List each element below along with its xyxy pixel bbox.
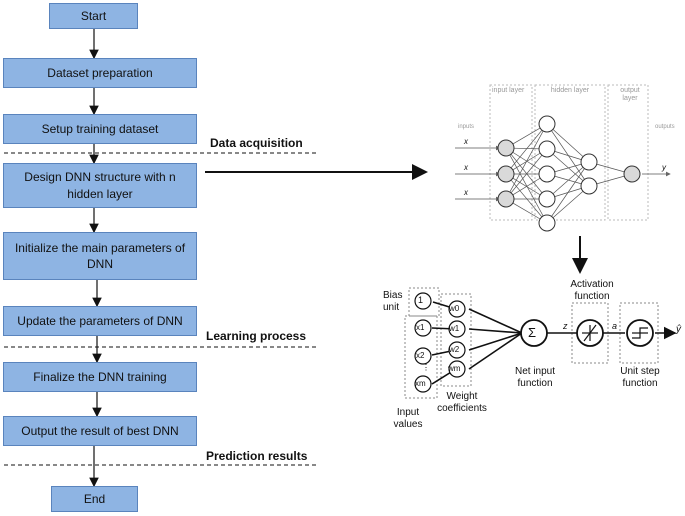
nn-edge: [546, 123, 590, 187]
net-input-label: Net input function: [514, 366, 556, 389]
flow-step-initialize-parameters: Initialize the main parameters of DNN: [3, 232, 197, 280]
nn-edge: [505, 123, 548, 200]
z-label: z: [563, 321, 568, 331]
section-learning-process: Learning process: [206, 329, 307, 343]
perceptron-model: ⋮: [404, 287, 677, 399]
nn-edge: [546, 161, 590, 200]
hidden-layer-label: hidden layer: [550, 87, 590, 94]
nn-node: [538, 140, 556, 158]
flow-arrows: [89, 29, 588, 488]
flow-step-output-result: Output the result of best DNN: [3, 416, 197, 446]
section-data-acquisition: Data acquisition: [210, 136, 303, 150]
nn-node: [580, 153, 598, 171]
nn-edge: [546, 123, 590, 163]
weight-coefficients-label: Weight coefficients: [437, 391, 487, 414]
nn-edge: [505, 148, 548, 200]
weight-w1: w1: [449, 324, 460, 333]
input-x2: x2: [416, 351, 425, 360]
neural-network: [455, 84, 671, 232]
flow-step-design-dnn: Design DNN structure with n hidden layer: [3, 163, 197, 208]
flow-step-dataset-preparation: Dataset preparation: [3, 58, 197, 88]
output-y-hat: ŷ: [676, 324, 681, 335]
nn-node: [538, 165, 556, 183]
nn-edge: [505, 173, 548, 224]
bias-value: 1: [418, 295, 424, 305]
nn-node: [538, 115, 556, 133]
output-layer-label: output layer: [620, 87, 640, 103]
outputs-label: outputs: [655, 124, 675, 130]
nn-node: [623, 165, 641, 183]
weight-w2: w2: [449, 345, 460, 354]
section-prediction-results: Prediction results: [206, 449, 308, 463]
input-values-label: Input values: [393, 407, 423, 430]
flow-step-end: End: [51, 486, 138, 512]
input-var-1: x: [464, 137, 468, 146]
input-var-2: x: [464, 163, 468, 172]
nn-node: [538, 214, 556, 232]
nn-node: [497, 139, 515, 157]
unit-step-label: Unit step function: [620, 366, 660, 389]
sum-node: [520, 319, 548, 347]
nn-edge: [505, 147, 548, 224]
nn-node: [580, 177, 598, 195]
nn-node: [538, 190, 556, 208]
output-var: y: [662, 163, 666, 172]
sum-symbol: Σ: [528, 325, 537, 340]
nn-edge: [505, 123, 548, 175]
svg-text:⋮: ⋮: [422, 363, 430, 372]
flow-step-start: Start: [49, 3, 138, 29]
weight-wm: wm: [448, 364, 461, 373]
bias-unit-label: Bias unit: [383, 290, 403, 313]
input-var-3: x: [464, 188, 468, 197]
nn-edge: [546, 185, 590, 224]
input-xm: xm: [415, 379, 426, 388]
flow-step-setup-training: Setup training dataset: [3, 114, 197, 144]
weight-w0: w0: [449, 304, 460, 313]
activation-function-label: Activation function: [570, 279, 614, 302]
a-label: a: [612, 321, 618, 331]
input-x1: x1: [416, 323, 425, 332]
section-dividers: [4, 152, 318, 466]
nn-node: [497, 190, 515, 208]
inputs-label: inputs: [458, 124, 475, 130]
flow-step-update-parameters: Update the parameters of DNN: [3, 306, 197, 336]
nn-edge: [546, 161, 590, 224]
nn-node: [497, 165, 515, 183]
flow-step-finalize-training: Finalize the DNN training: [3, 362, 197, 392]
nn-edge: [546, 148, 590, 187]
input-layer-label: input layer: [492, 87, 525, 94]
bias-node: [414, 292, 432, 310]
